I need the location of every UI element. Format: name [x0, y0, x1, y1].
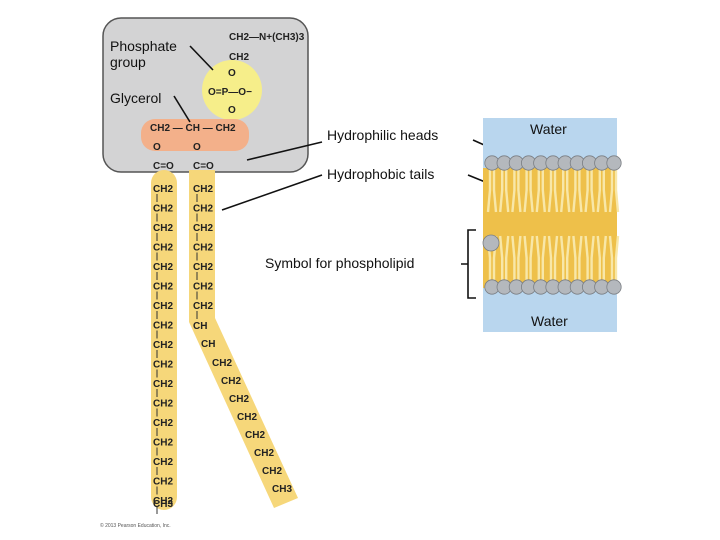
copyright: © 2013 Pearson Education, Inc. — [100, 522, 171, 529]
tail-unit: CH — [201, 339, 215, 350]
tail-chemistry: CH2CH2CH2CH2CH2CH2CH2CH2CH2CH2CH2CH2CH2C… — [153, 184, 292, 514]
tail-unit: CH2 — [153, 223, 173, 234]
bilayer-tail — [535, 235, 546, 280]
tail-unit: CH2 — [245, 430, 265, 441]
bilayer-tail — [535, 168, 546, 213]
bilayer-head-top — [606, 155, 622, 171]
tail-unit: CH2 — [212, 358, 232, 369]
bilayer-tail — [584, 235, 595, 280]
bilayer-tail — [596, 235, 607, 280]
glycerol-label: Glycerol — [110, 90, 161, 106]
bilayer-tail — [523, 168, 534, 213]
tail-unit: CH2 — [193, 223, 213, 234]
bilayer-heads — [484, 155, 622, 295]
bilayer-tail — [499, 168, 510, 213]
hydrophilic-leader — [246, 141, 323, 161]
bilayer-tail — [584, 168, 595, 213]
tail-unit: CH2 — [153, 184, 173, 195]
kinked-tail — [189, 170, 298, 508]
tail-unit: CH2 — [153, 321, 173, 332]
tail-end: CH3 — [272, 484, 292, 495]
tail-unit: CH2 — [153, 282, 173, 293]
tail-unit: CH2 — [193, 204, 213, 215]
symbol-label: Symbol for phospholipid — [265, 255, 414, 271]
phosphate-o-bottom: O — [228, 105, 236, 116]
tail-unit: CH2 — [254, 448, 274, 459]
bilayer-tail — [608, 235, 620, 280]
water-top-label: Water — [530, 121, 567, 137]
glycerol-o-left: O — [153, 142, 161, 153]
tail-unit: CH2 — [153, 379, 173, 390]
phosphate-ch2: CH2 — [229, 52, 249, 63]
tail-unit: CH2 — [221, 376, 241, 387]
bilayer-tail — [560, 168, 571, 213]
bilayer-tail — [608, 168, 620, 213]
bilayer-tail — [499, 235, 510, 280]
tail-unit: CH2 — [193, 243, 213, 254]
water-bottom-label: Water — [531, 313, 568, 329]
ester-right: C=O — [193, 161, 214, 172]
bilayer-tail — [523, 235, 534, 280]
tail-unit: CH2 — [193, 282, 213, 293]
tail-unit: CH2 — [153, 301, 173, 312]
phosphate-leader — [189, 45, 214, 71]
tail-unit: CH2 — [153, 243, 173, 254]
bilayer-tails — [486, 168, 620, 280]
phosphate-group-label-line1: Phosphate — [110, 38, 177, 54]
tail-unit: CH2 — [153, 457, 173, 468]
tail-unit: CH — [193, 321, 207, 332]
glycerol-band — [141, 119, 249, 151]
tail-unit: CH2 — [153, 399, 173, 410]
tail-unit: CH2 — [193, 262, 213, 273]
hydrophobic-leader — [221, 174, 323, 211]
choline-group: CH2—N+(CH3)3 — [229, 32, 305, 43]
bilayer-head-bottom — [606, 279, 622, 295]
hydrophilic-heads-label: Hydrophilic heads — [327, 127, 438, 143]
tail-unit: CH2 — [153, 262, 173, 273]
symbol-head — [482, 234, 500, 252]
ester-left: C=O — [153, 161, 174, 172]
phosphate-p-row: O=P—O− — [208, 87, 252, 98]
tail-unit: CH2 — [193, 184, 213, 195]
phosphate-group-label-line2: group — [110, 54, 146, 70]
tail-unit: CH2 — [153, 496, 173, 507]
glycerol-backbone: CH2 — CH — CH2 — [150, 123, 236, 134]
membrane-bilayer — [482, 118, 622, 332]
tail-unit: CH2 — [153, 360, 173, 371]
hydrophobic-tails-label: Hydrophobic tails — [327, 166, 434, 182]
tail-unit: CH2 — [153, 340, 173, 351]
bilayer-tail — [572, 235, 583, 280]
bilayer-tail — [547, 168, 559, 213]
water-bottom-region — [483, 288, 617, 332]
bilayer-tail — [560, 235, 571, 280]
bilayer-tail — [511, 168, 522, 213]
symbol-bracket — [461, 229, 476, 299]
glycerol-o-middle: O — [193, 142, 201, 153]
bilayer-tail — [547, 235, 559, 280]
bilayer-tail — [572, 168, 583, 213]
phosphate-o-top: O — [228, 68, 236, 79]
tail-unit: CH2 — [153, 204, 173, 215]
tail-unit: CH2 — [153, 418, 173, 429]
glycerol-leader — [173, 95, 191, 123]
tail-unit: CH2 — [153, 477, 173, 488]
tail-unit: CH2 — [237, 412, 257, 423]
bilayer-tail — [511, 235, 522, 280]
tail-unit: CH2 — [193, 301, 213, 312]
bilayer-tail — [596, 168, 607, 213]
tail-unit: CH2 — [153, 438, 173, 449]
bilayer-tail — [486, 168, 498, 213]
tail-end: CH3 — [153, 499, 173, 510]
tail-unit: CH2 — [229, 394, 249, 405]
tail-unit: CH2 — [262, 466, 282, 477]
phosphate-circle — [202, 60, 262, 120]
